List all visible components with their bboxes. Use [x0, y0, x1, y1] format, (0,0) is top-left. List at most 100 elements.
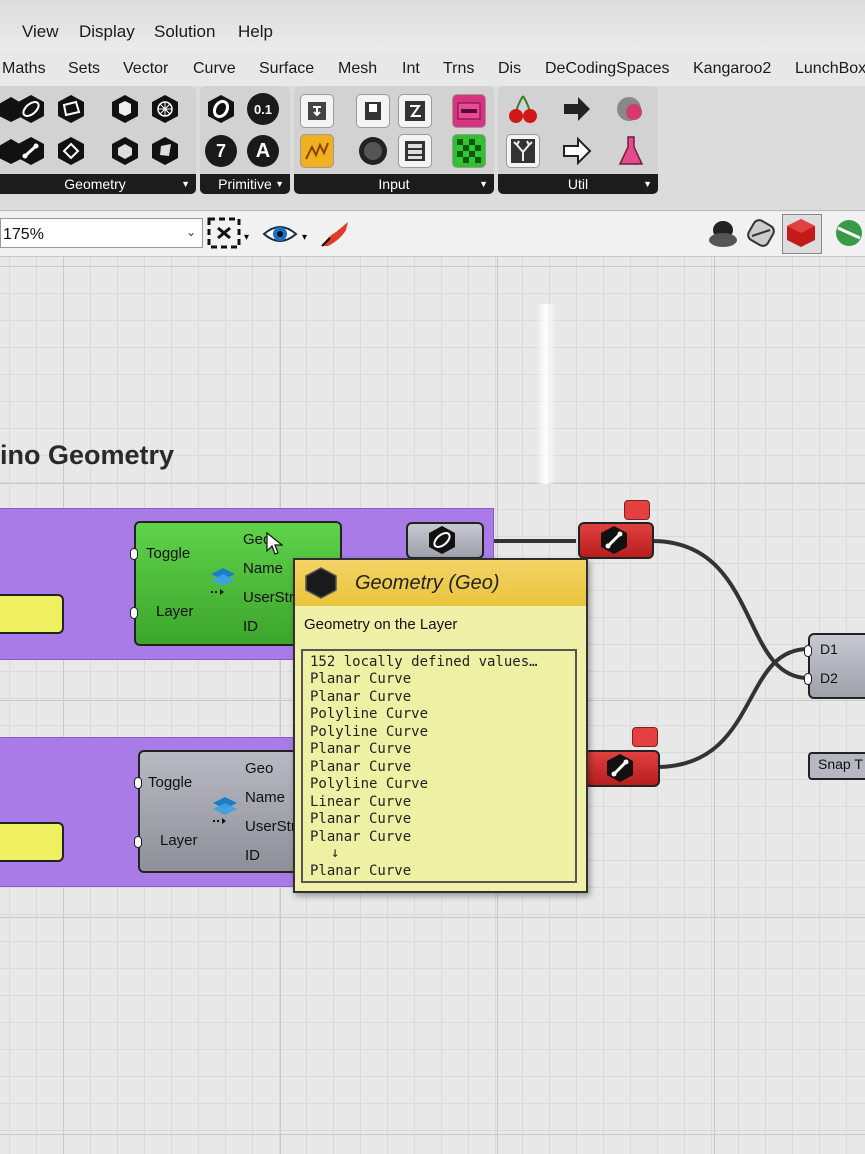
list-icon[interactable]: [398, 134, 432, 168]
distance-component[interactable]: D1 D2: [804, 633, 865, 699]
menu-display[interactable]: Display: [79, 22, 135, 41]
bake-icon[interactable]: [614, 92, 648, 126]
tooltip-description: Geometry on the Layer: [304, 616, 458, 633]
input-grip[interactable]: [130, 607, 138, 619]
expand-icon: ▼: [479, 179, 488, 189]
primitive-panel-label[interactable]: Primitive▼: [200, 174, 290, 194]
curve-param-component[interactable]: [406, 522, 484, 559]
tab-kangaroo2[interactable]: Kangaroo2: [693, 60, 772, 77]
layer-input-top[interactable]: [0, 594, 64, 634]
toggle-icon[interactable]: [356, 94, 390, 128]
brep-param-icon[interactable]: [108, 92, 142, 126]
cherry-icon[interactable]: [506, 92, 540, 126]
preview-shaded-icon[interactable]: [706, 216, 740, 250]
preview-wire-icon[interactable]: [744, 216, 778, 250]
tab-maths[interactable]: Maths: [2, 60, 46, 77]
geometry-param-icon[interactable]: [0, 92, 28, 126]
menu-solution[interactable]: Solution: [154, 22, 216, 41]
cube-param-icon[interactable]: [108, 134, 142, 168]
port-geo[interactable]: Geo: [245, 760, 274, 777]
layer-input-bottom[interactable]: [0, 822, 64, 862]
util-panel-label[interactable]: Util▼: [498, 174, 658, 194]
boolean-param-icon[interactable]: [204, 92, 238, 126]
snap-button[interactable]: Snap T: [808, 752, 865, 780]
tab-decodingspaces[interactable]: DeCodingSpaces: [545, 60, 670, 77]
list-item: Polyline Curve: [310, 724, 429, 740]
dropdown-arrow-icon[interactable]: ▾: [244, 232, 250, 243]
port-toggle[interactable]: Toggle: [146, 545, 191, 562]
sketch-pen-icon[interactable]: [318, 218, 352, 250]
surface-param-icon[interactable]: [54, 92, 88, 126]
hollow-arrow-icon[interactable]: [560, 134, 594, 168]
port-layer[interactable]: Layer: [160, 832, 198, 849]
zoom-extents-icon[interactable]: [206, 216, 242, 250]
slider-icon[interactable]: [398, 94, 432, 128]
layer-geometry-component-bottom[interactable]: Toggle Layer Geo Name UserStr ID: [134, 750, 312, 873]
tab-vector[interactable]: Vector: [123, 60, 169, 77]
port-name[interactable]: Name: [243, 560, 284, 577]
warning-balloon[interactable]: [632, 727, 658, 747]
port-name[interactable]: Name: [245, 789, 286, 806]
group-title: ino Geometry: [0, 440, 175, 470]
warning-balloon[interactable]: [624, 500, 650, 520]
tab-lunchbox[interactable]: LunchBox: [795, 60, 865, 77]
mesh-param-icon[interactable]: [148, 92, 182, 126]
mouse-cursor-icon: [266, 531, 284, 561]
menu-view[interactable]: View: [22, 22, 59, 41]
integer-glyph: 7: [205, 135, 237, 167]
port-userstr[interactable]: UserStr: [245, 818, 296, 835]
input-grip[interactable]: [134, 836, 142, 848]
input-grip[interactable]: [134, 777, 142, 789]
input-panel-label[interactable]: Input▼: [294, 174, 494, 194]
graph-mapper-icon[interactable]: [300, 134, 334, 168]
box-param-icon[interactable]: [14, 134, 48, 168]
input-grip[interactable]: [130, 548, 138, 560]
preview-mesh-icon[interactable]: [832, 216, 865, 250]
list-item: Planar Curve: [310, 741, 412, 757]
tab-surface[interactable]: Surface: [259, 60, 315, 77]
image-sampler-icon[interactable]: [452, 134, 486, 168]
number-param-icon[interactable]: 0.1: [246, 92, 280, 126]
port-d1[interactable]: D1: [820, 641, 838, 657]
tab-mesh[interactable]: Mesh: [338, 60, 378, 77]
list-item: Polyline Curve: [310, 776, 429, 792]
text-param-icon[interactable]: A: [246, 134, 280, 168]
text-glyph: A: [247, 135, 279, 167]
preview-selected-icon[interactable]: [782, 214, 822, 254]
geometry-panel-label[interactable]: Geometry▼: [0, 174, 196, 194]
port-userstr[interactable]: UserStr: [243, 589, 294, 606]
port-layer[interactable]: Layer: [156, 603, 194, 620]
zoom-dropdown[interactable]: 175% ⌄: [0, 218, 203, 248]
port-geo[interactable]: Geo: [243, 531, 272, 548]
port-toggle[interactable]: Toggle: [148, 774, 193, 791]
field-param-icon[interactable]: [54, 134, 88, 168]
input-grip[interactable]: [804, 673, 812, 685]
curve-param-icon[interactable]: [14, 92, 48, 126]
eye-icon[interactable]: [262, 220, 298, 248]
util-panel-title: Util: [567, 176, 589, 192]
flask-icon[interactable]: [614, 134, 648, 168]
menu-help[interactable]: Help: [238, 22, 273, 41]
error-component-top[interactable]: [578, 522, 654, 559]
tab-dis[interactable]: Dis: [498, 60, 522, 77]
port-id[interactable]: ID: [245, 847, 260, 864]
input-grip[interactable]: [804, 645, 812, 657]
error-component-bottom[interactable]: [584, 750, 660, 787]
tab-trns[interactable]: Trns: [443, 60, 475, 77]
value-list-header: 152 locally defined values…: [310, 654, 538, 670]
panel-icon[interactable]: [300, 94, 334, 128]
dropdown-arrow-icon[interactable]: ▾: [302, 232, 308, 243]
tab-sets[interactable]: Sets: [68, 60, 101, 77]
port-id[interactable]: ID: [243, 618, 258, 635]
point-param-icon[interactable]: [0, 134, 28, 168]
line-param-icon: [598, 525, 630, 560]
right-arrow-icon[interactable]: [560, 92, 594, 126]
cull-param-icon[interactable]: [148, 134, 182, 168]
port-d2[interactable]: D2: [820, 670, 838, 686]
button-icon[interactable]: [356, 134, 390, 168]
tab-int[interactable]: Int: [402, 60, 420, 77]
tree-icon[interactable]: [506, 134, 540, 168]
tab-curve[interactable]: Curve: [193, 60, 236, 77]
integer-param-icon[interactable]: 7: [204, 134, 238, 168]
value-list-icon[interactable]: [452, 94, 486, 128]
